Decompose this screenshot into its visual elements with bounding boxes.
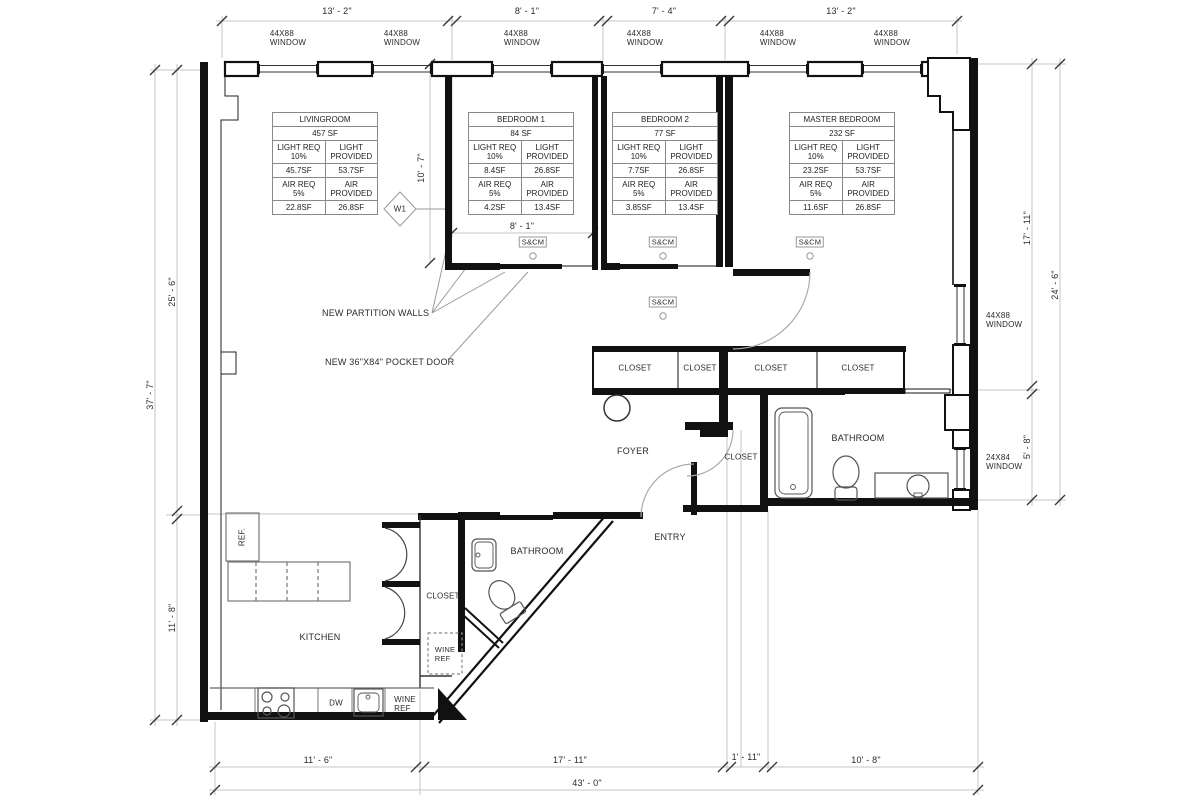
- table-title: BEDROOM 1: [469, 113, 573, 127]
- dim-bottom-2: 17' - 11": [552, 755, 588, 765]
- dim-bottom-1: 11' - 6": [303, 755, 333, 765]
- closet-bifold-doors: [384, 527, 408, 640]
- dim-top-2: 8' - 1": [514, 6, 540, 16]
- room-label-bathroom-main: BATHROOM: [510, 546, 564, 556]
- dim-left-bottom: 11' - 8": [167, 603, 177, 633]
- window-tag-symbol: [383, 191, 417, 227]
- kitchen-island: [227, 561, 351, 602]
- closet-entry-label: CLOSET: [724, 452, 758, 462]
- dimension-lines: [150, 16, 1066, 795]
- closet-row-label-1: CLOSET: [618, 363, 652, 373]
- master-toilet: [832, 455, 860, 501]
- closet-row-label-4: CLOSET: [841, 363, 875, 373]
- master-door-arc: [732, 271, 811, 350]
- scm-marker-3: S&CM: [648, 296, 678, 308]
- master-door-leaf: [733, 269, 810, 276]
- dishwasher-label: DW: [329, 698, 343, 708]
- master-bathtub: [774, 407, 813, 499]
- dim-bottom-3: 1' - 11": [731, 752, 761, 762]
- dim-right-bottom: 5' - 8": [1022, 434, 1032, 460]
- annotation-partition-walls: NEW PARTITION WALLS: [322, 308, 430, 318]
- dim-left-outer: 37' - 7": [145, 380, 155, 410]
- entry-door-arc: [640, 463, 695, 518]
- main-bath-sink: [471, 538, 497, 572]
- closet-row-label-3: CLOSET: [754, 363, 788, 373]
- kitchen-counter: [210, 687, 434, 712]
- table-area: 232 SF: [790, 127, 894, 141]
- dim-top-3: 7' - 4": [651, 6, 677, 16]
- closet-row-label-2: CLOSET: [683, 363, 717, 373]
- room-label-kitchen: KITCHEN: [299, 632, 341, 642]
- table-title: BEDROOM 2: [613, 113, 717, 127]
- dim-right-top: 17' - 11": [1022, 210, 1032, 246]
- door-arcs: [640, 271, 811, 518]
- scm-marker-1: S&CM: [518, 236, 548, 248]
- dim-top-1: 13' - 2": [322, 6, 352, 16]
- room-label-entry: ENTRY: [654, 532, 686, 542]
- kitchen-stove: [257, 687, 295, 719]
- leader-lines: [416, 208, 529, 361]
- main-bath-toilet: [488, 580, 527, 625]
- table-area: 457 SF: [273, 127, 377, 141]
- master-vanity: [874, 472, 949, 499]
- dim-top-4: 13' - 2": [826, 6, 856, 16]
- closet-door-arc: [686, 429, 734, 477]
- table-title: LIVINGROOM: [273, 113, 377, 127]
- dimension-ticks: [149, 15, 1066, 796]
- entry-door-leaf: [691, 462, 697, 515]
- table-area: 84 SF: [469, 127, 573, 141]
- refrigerator-label: REF.: [237, 527, 247, 547]
- dim-living-depth: 10' - 7": [416, 153, 426, 183]
- room-label-foyer: FOYER: [616, 446, 650, 456]
- closet-kitchen-label: CLOSET: [426, 591, 460, 601]
- dim-right-outer: 24' - 6": [1050, 270, 1060, 300]
- dim-left-top: 25' - 6": [167, 277, 177, 307]
- scm-marker-2: S&CM: [648, 236, 678, 248]
- room-label-bathroom-master: BATHROOM: [831, 433, 885, 443]
- table-area: 77 SF: [613, 127, 717, 141]
- annotation-pocket-door: NEW 36"X84" POCKET DOOR: [325, 357, 455, 367]
- dim-bedroom1-width: 8' - 1": [509, 221, 535, 231]
- fixtures: [210, 394, 949, 719]
- kitchen-sink: [353, 688, 384, 717]
- window-tag-w1: W1: [393, 204, 407, 214]
- scm-indicator-circles: [529, 252, 814, 320]
- dim-bottom-4: 10' - 8": [851, 755, 881, 765]
- dim-bottom-total: 43' - 0": [572, 778, 602, 788]
- scm-marker-4: S&CM: [795, 236, 825, 248]
- right-windows: [956, 285, 965, 490]
- foyer-column: [603, 394, 631, 422]
- interior-walls: [382, 76, 970, 688]
- wine-ref-dashed-box: [427, 632, 463, 675]
- kitchen-refrigerator: [225, 512, 260, 562]
- top-windows: [258, 65, 922, 73]
- table-title: MASTER BEDROOM: [790, 113, 894, 127]
